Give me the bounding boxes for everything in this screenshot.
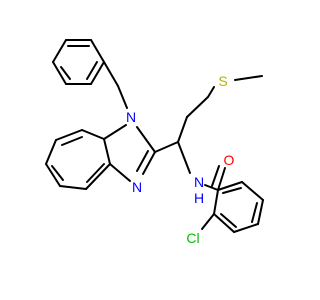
bond — [90, 39, 105, 63]
atom-o-carbonyl: O — [224, 152, 235, 168]
double-bond-inner — [60, 66, 71, 80]
bond — [85, 163, 111, 190]
imidazole-ring — [103, 124, 156, 182]
double-bond-inner — [136, 150, 149, 172]
bond — [186, 96, 209, 118]
bond — [103, 61, 119, 87]
atom-h-amide: H — [194, 190, 204, 206]
double-bond-inner — [86, 61, 98, 80]
bond — [204, 184, 219, 191]
double-bond-inner — [220, 213, 237, 228]
atom-n-imidazole-1: N — [126, 109, 136, 125]
bond — [81, 129, 105, 140]
bond — [207, 86, 215, 98]
double-bond-inner — [51, 165, 64, 181]
atom-n-amide: N — [194, 174, 204, 190]
bond — [117, 85, 128, 109]
structure-diagram: N N N H O S Cl — [45, 39, 264, 246]
bond — [201, 213, 215, 230]
bond — [45, 139, 57, 165]
benzo-ring — [45, 129, 111, 190]
bond — [55, 129, 83, 141]
bond — [136, 126, 156, 153]
bond — [234, 75, 263, 81]
double-bond — [211, 165, 220, 187]
bond — [177, 116, 188, 143]
bond — [59, 185, 87, 190]
bond — [257, 199, 264, 225]
bond — [241, 181, 264, 201]
double-bond-inner — [86, 163, 105, 183]
bond — [109, 163, 131, 182]
chlorophenyl-ring — [213, 181, 264, 233]
bond — [217, 181, 243, 191]
bond — [177, 141, 191, 174]
bond — [103, 138, 111, 165]
benzyl-phenyl-ring — [52, 39, 105, 85]
bond — [217, 167, 226, 191]
atom-s-thioether: S — [218, 73, 227, 89]
bond — [52, 61, 67, 85]
bond — [213, 189, 219, 215]
atom-cl: Cl — [186, 230, 199, 246]
double-bond-inner — [222, 187, 242, 194]
double-bond-inner — [61, 136, 83, 146]
bond — [45, 163, 61, 187]
bond — [90, 61, 105, 85]
bond — [233, 223, 259, 233]
atom-n-imidazole-3: N — [132, 179, 142, 195]
double-bond-inner — [251, 202, 258, 223]
bond — [52, 39, 67, 63]
molecule-canvas: N N N H O S Cl — [45, 39, 264, 246]
bond — [154, 141, 179, 153]
bond — [103, 124, 127, 140]
bond — [213, 213, 235, 233]
bond — [142, 151, 156, 175]
